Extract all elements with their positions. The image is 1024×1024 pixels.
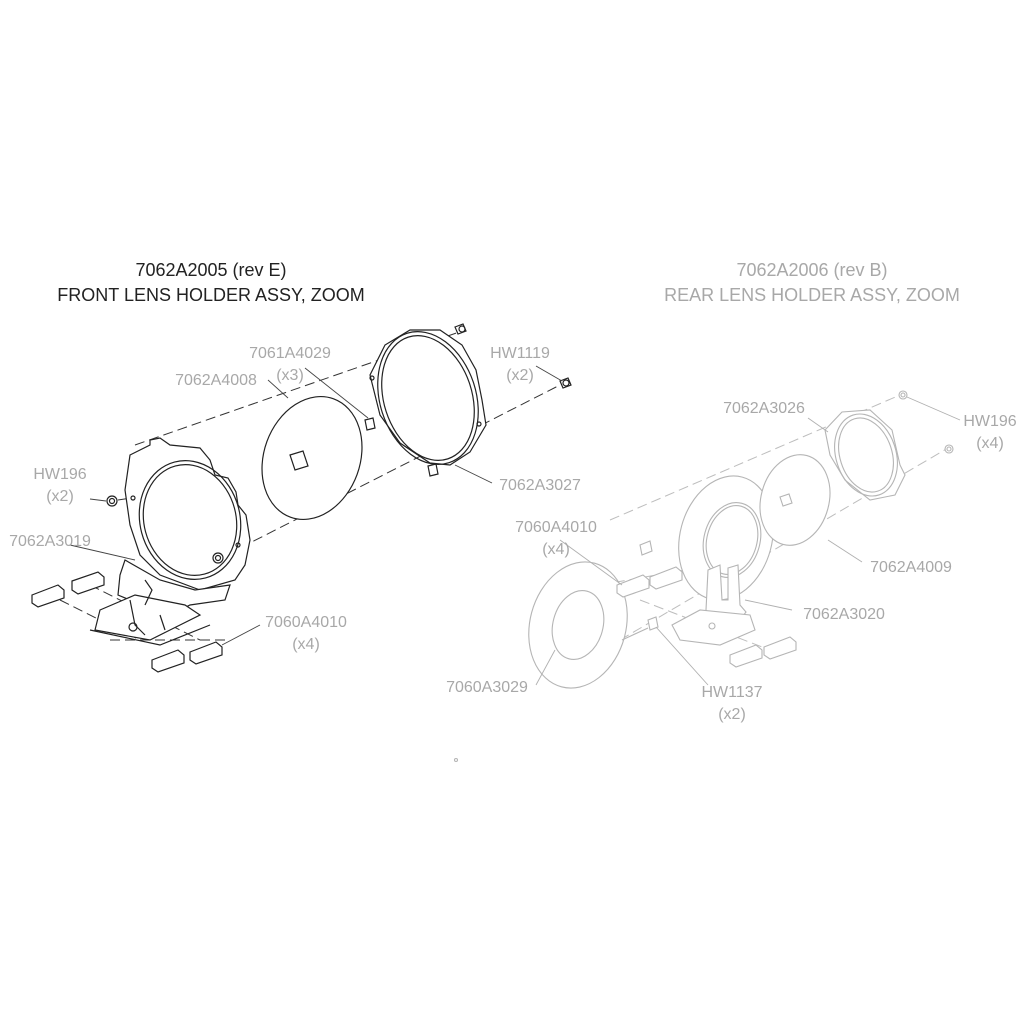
label-hw1119-qty: (x2): [506, 367, 534, 384]
rear-hw196-screws: [898, 390, 954, 454]
label-rear-hw196-qty: (x4): [976, 435, 1004, 452]
label-7062A3020: 7062A3020: [803, 606, 885, 623]
rear-axis-mid: [599, 559, 741, 586]
front-leader-7061A4029: [304, 367, 369, 419]
front-leader-7062A4008: [267, 379, 289, 399]
rear-disc-middle: [678, 475, 774, 601]
label-front-hw196-qty: (x2): [46, 488, 74, 505]
label-front-7060A4010: 7060A4010: [265, 614, 347, 631]
label-rear-7060A4010-qty: (x4): [542, 541, 570, 558]
front-ring-7062A3027: [369, 329, 487, 466]
label-7061A4029: 7061A4029: [249, 345, 331, 362]
label-rear-7060A4010: 7060A4010: [515, 519, 597, 536]
front-leader-hw1119: [535, 365, 563, 382]
rear-feet-7060A4010: [616, 566, 797, 668]
front-leader-7062A3027: [454, 464, 493, 484]
label-7062A3019: 7062A3019: [9, 533, 91, 550]
front-part-number: 7062A2005 (rev E): [135, 260, 286, 280]
front-assembly: 7062A2005 (rev E) FRONT LENS HOLDER ASSY…: [9, 260, 581, 673]
rear-leader-hw196: [906, 396, 961, 421]
rear-leader-7062A4009: [827, 539, 863, 563]
label-7062A4008: 7062A4008: [175, 372, 257, 389]
label-rear-hw196: HW196: [963, 413, 1016, 430]
front-plate-7062A3019: [89, 437, 251, 646]
label-7062A3027: 7062A3027: [499, 477, 581, 494]
front-leader-7062A3019: [69, 544, 136, 561]
label-front-hw196: HW196: [33, 466, 86, 483]
rear-part-number: 7062A2006 (rev B): [736, 260, 887, 280]
rear-leader-hw1137: [655, 626, 709, 686]
label-7062A3026: 7062A3026: [723, 400, 805, 417]
rear-leader-7062A3020: [744, 599, 793, 611]
label-7060A3029: 7060A3029: [446, 679, 528, 696]
front-description: FRONT LENS HOLDER ASSY, ZOOM: [57, 285, 364, 305]
label-7061A4029-qty: (x3): [276, 367, 304, 384]
rear-description: REAR LENS HOLDER ASSY, ZOOM: [664, 285, 960, 305]
front-lens-7062A4008: [261, 395, 363, 521]
rear-disc-7060A3029: [528, 561, 628, 689]
label-7062A4009: 7062A4009: [870, 559, 952, 576]
rear-lens-7062A4009: [759, 454, 831, 546]
rear-bracket-7062A3020: [671, 564, 756, 646]
rear-assembly: 7062A2006 (rev B) REAR LENS HOLDER ASSY,…: [446, 260, 1017, 763]
rear-ring-7062A3026: [824, 409, 906, 501]
label-hw1119: HW1119: [490, 345, 550, 362]
rear-spacers-hw1137: [621, 540, 659, 641]
front-hw196-screw: [106, 495, 118, 507]
rear-leader-7060A4010: [559, 539, 623, 586]
rear-leader-7060A3029: [535, 649, 556, 686]
front-hw1119-screws: [454, 323, 572, 389]
rear-leader-7062A3026: [807, 417, 829, 433]
front-feet-7060A4010: [31, 571, 223, 673]
stray-mark: [453, 757, 459, 763]
front-leader-7060A4010: [221, 624, 261, 646]
front-leader-hw196: [89, 498, 107, 502]
label-hw1137-qty: (x2): [718, 706, 746, 723]
label-hw1137: HW1137: [701, 684, 762, 701]
label-front-7060A4010-qty: (x4): [292, 636, 320, 653]
